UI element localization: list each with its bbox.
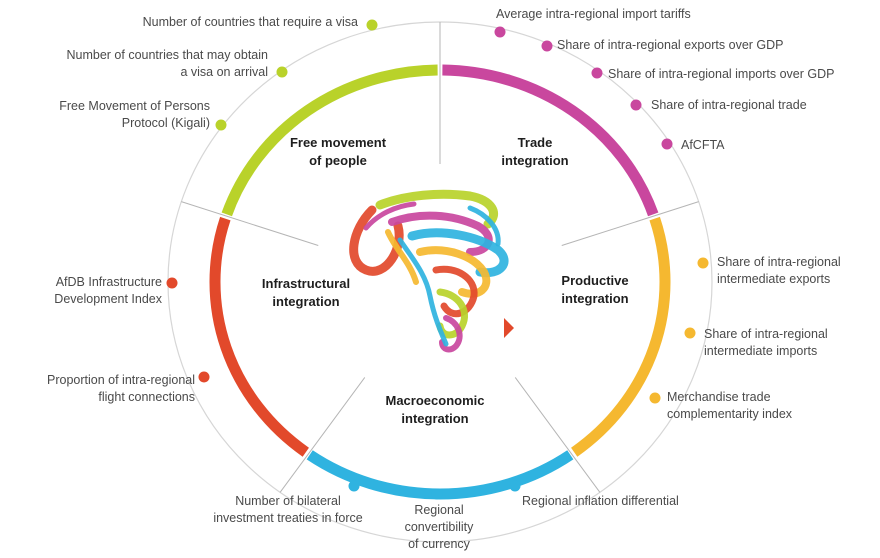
label-line: complementarity index [667,407,793,421]
label-line: Free Movement of Persons [59,99,210,113]
dimension-label-visa-on-arrival: Number of countries that may obtain a vi… [67,47,269,81]
dimension-label-kigali-protocol: Free Movement of Persons Protocol (Kigal… [59,98,210,132]
sector-title-line: of people [309,153,367,168]
label-line: Share of intra-regional imports over GDP [608,67,835,81]
people-dot [276,66,288,78]
label-line: Number of countries that require a visa [142,15,358,29]
sector-title-line: integration [401,411,469,426]
productive-dot [649,392,661,404]
sector-title-line: integration [501,153,569,168]
label-line: Share of intra-regional [704,327,828,341]
label-line: Proportion of intra-regional [47,373,195,387]
sector-title-line: Macroeconomic [385,393,485,408]
sector-arc-macroeconomic [306,450,574,500]
dimension-label-complementarity-index: Merchandise trade complementarity index [667,389,792,423]
trade-dot [630,99,642,111]
label-line: Share of intra-regional [717,255,841,269]
label-line: investment treaties in force [213,511,363,525]
sector-dividers [181,22,699,493]
sector-title-people: Free movement of people [268,134,408,170]
sector-title-line: Free movement [289,135,387,150]
africa-ribbon-stroke [432,265,478,318]
people-dot [215,119,227,131]
dimension-label-investment-treaties: Number of bilateral investment treaties … [208,493,368,527]
sector-title-line: Trade [517,135,553,150]
label-line: intermediate exports [717,272,831,286]
dimension-label-afcfta: AfCFTA [681,137,725,154]
trade-dot [541,40,553,52]
africa-ribbon-stroke [363,201,417,231]
label-line: AfDB Infrastructure [55,275,162,289]
productive-dot [684,327,696,339]
dimension-label-infrastructure-index: AfDB Infrastructure Development Index [54,274,162,308]
label-line: AfCFTA [681,138,725,152]
label-line: flight connections [98,390,195,404]
macroeconomic-dot [431,488,443,500]
sector-arc-infrastructural [209,216,309,457]
label-line: Share of intra-regional trade [651,98,807,112]
trade-dot [591,67,603,79]
label-line: Number of countries that may obtain [66,48,269,62]
sector-arc-people [221,64,438,217]
label-line: Share of intra-regional exports over GDP [557,38,784,52]
sector-title-infrastructural: Infrastructural integration [236,275,376,311]
africa-ribbon-stroke [375,189,498,229]
africa-ribbon-map-icon [349,189,514,353]
dimension-label-currency-convertibility: Regional convertibility of currency [379,502,499,553]
dimension-label-intermediate-exports: Share of intra-regional intermediate exp… [717,254,841,288]
trade-dot [661,138,673,150]
sector-divider-line [181,201,319,247]
sector-divider-line [514,377,601,493]
africa-ribbon-stroke [407,228,509,278]
label-line: Number of bilateral [235,494,341,508]
label-line: convertibility [404,520,474,534]
africa-ribbon-stroke [385,229,419,285]
sector-title-line: integration [561,291,629,306]
dimension-label-imports-over-gdp: Share of intra-regional imports over GDP [608,66,834,83]
madagascar-shape [504,318,514,338]
dimension-label-inflation-differential: Regional inflation differential [522,493,679,510]
macroeconomic-dot [509,480,521,492]
sector-arc-productive [571,216,671,457]
dimension-label-import-tariffs: Average intra-regional import tariffs [496,6,691,23]
africa-ribbon-stroke [397,237,449,347]
sector-divider-line [561,201,699,247]
label-line: Merchandise trade [667,390,771,404]
productive-dot [697,257,709,269]
label-line: Regional [414,503,464,517]
sector-title-line: Productive [561,273,629,288]
dimension-label-flight-connections: Proportion of intra-regional flight conn… [47,372,195,406]
africa-ribbon-stroke [467,205,501,247]
label-line: a visa on arrival [180,65,268,79]
sector-title-macroeconomic: Macroeconomic integration [365,392,505,428]
label-line: of currency [408,537,470,551]
sector-title-line: integration [272,294,340,309]
dimension-label-visa-required: Number of countries that require a visa [143,14,358,31]
label-line: intermediate imports [704,344,818,358]
sector-arc-trade [442,64,659,217]
sector-title-line: Infrastructural [261,276,351,291]
people-dot [366,19,378,31]
dimension-label-exports-over-gdp: Share of intra-regional exports over GDP [557,37,784,54]
dimension-dots [166,19,709,500]
dimension-label-intermediate-imports: Share of intra-regional intermediate imp… [704,326,828,360]
label-line: Development Index [54,292,162,306]
label-line: Average intra-regional import tariffs [496,7,691,21]
trade-dot [494,26,506,38]
label-line: Protocol (Kigali) [121,116,210,130]
sector-divider-line [279,377,366,493]
sector-title-productive: Productive integration [535,272,655,308]
label-line: Regional inflation differential [522,494,679,508]
dimension-label-intra-regional-trade: Share of intra-regional trade [651,97,807,114]
africa-ribbon-stroke [436,288,468,339]
infrastructural-dot [166,277,178,289]
infrastructural-dot [198,371,210,383]
sector-title-trade: Trade integration [480,134,590,170]
africa-ribbon-stroke [439,315,463,353]
macroeconomic-dot [348,480,360,492]
